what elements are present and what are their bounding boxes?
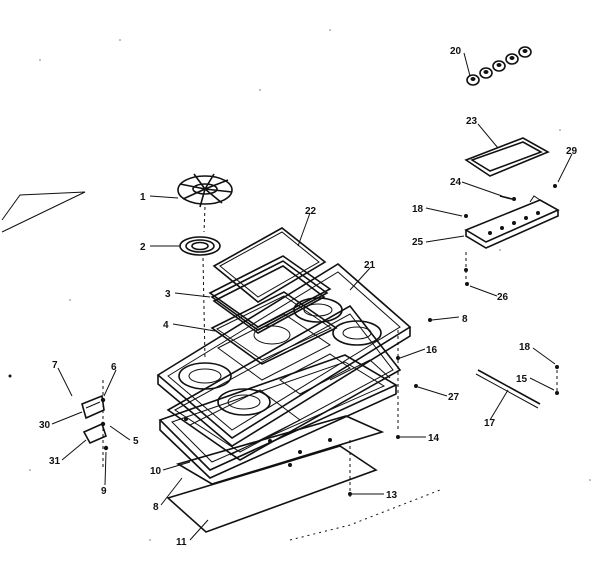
callout-7: 7 [52,360,58,371]
callout-24: 24 [450,177,462,188]
burner-cap [177,173,233,208]
callout-15: 15 [516,374,528,385]
callout-2: 2 [140,242,146,253]
callout-17: 17 [484,418,496,429]
leader-lines [51,52,573,541]
callout-29: 29 [566,146,578,157]
left-bracket-assembly [81,380,109,470]
bottom-panel [166,445,378,533]
callout-23: 23 [466,116,478,127]
callout-8-right: 8 [462,314,468,325]
callout-1: 1 [140,192,146,203]
callout-5: 5 [133,436,139,447]
callout-27: 27 [448,392,460,403]
callout-13: 13 [386,490,398,501]
callout-3: 3 [165,289,171,300]
control-panel [464,184,560,286]
callout-25: 25 [412,237,424,248]
callout-31: 31 [49,456,61,467]
callout-11: 11 [176,537,187,548]
scan-noise [8,29,591,541]
callout-18-top: 18 [412,204,424,215]
callout-21: 21 [364,260,376,271]
control-frame [464,137,550,177]
pin [499,195,513,200]
burner-box [166,304,402,461]
griddle-cover [212,227,327,303]
callout-9: 9 [101,486,107,497]
callout-16: 16 [426,345,438,356]
callout-18: 18 [519,342,531,353]
gasket [175,415,385,485]
callout-6: 6 [111,362,117,373]
control-knobs [466,46,532,86]
callout-8-left: 8 [153,502,159,513]
edge-wedge [1,191,86,233]
callout-20: 20 [450,46,462,57]
burner-pan [158,354,398,479]
callout-10: 10 [150,466,162,477]
burner-ring [179,236,221,256]
callout-labels: 1 2 3 4 5 6 7 8 8 9 10 11 13 14 15 15 16… [39,46,578,548]
callout-22: 22 [305,206,317,217]
callout-30: 30 [39,420,51,431]
callout-14: 14 [428,433,440,444]
callout-26: 26 [497,292,509,303]
callout-4: 4 [163,320,169,331]
cooktop-frame [156,263,412,447]
